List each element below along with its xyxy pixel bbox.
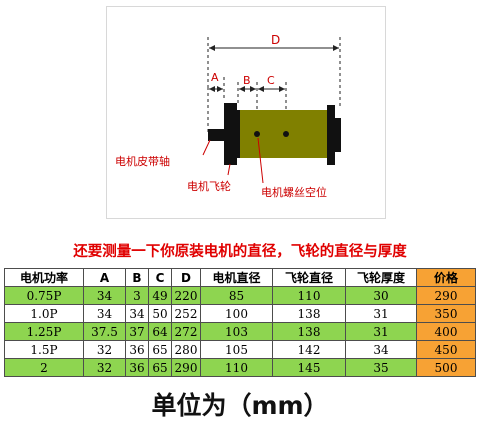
cell-power: 0.75P xyxy=(4,286,84,305)
cell-power: 2 xyxy=(4,358,84,377)
flywheel-hub xyxy=(236,110,240,158)
cell-a: 37.5 xyxy=(83,322,126,341)
header-power: 电机功率 xyxy=(4,268,84,287)
screw-hole-1 xyxy=(254,131,260,137)
cell-flywheel-thickness: 34 xyxy=(345,340,417,359)
cell-motor-diameter: 100 xyxy=(200,304,273,323)
measurement-note: 还要测量一下你原装电机的直径，飞轮的直径与厚度 xyxy=(73,244,407,260)
dim-a-label: A xyxy=(211,71,219,84)
cell-d: 272 xyxy=(171,322,201,341)
cell-c: 65 xyxy=(148,358,172,377)
belt-shaft xyxy=(208,129,225,141)
cell-b: 37 xyxy=(125,322,149,341)
cell-flywheel-thickness: 30 xyxy=(345,286,417,305)
header-c: C xyxy=(148,268,172,287)
cell-motor-diameter: 85 xyxy=(200,286,273,305)
unit-caption: 单位为（mm） xyxy=(151,391,329,420)
cell-motor-diameter: 103 xyxy=(200,322,273,341)
table-row: 1.5P 32 36 65 280 105 142 34 450 xyxy=(4,340,476,359)
cell-power: 1.0P xyxy=(4,304,84,323)
cell-flywheel-diameter: 142 xyxy=(272,340,346,359)
header-motor-diameter: 电机直径 xyxy=(200,268,273,287)
label-flywheel: 电机飞轮 xyxy=(187,179,231,193)
cell-c: 65 xyxy=(148,340,172,359)
label-screw-slot: 电机螺丝空位 xyxy=(261,185,327,199)
cell-price: 350 xyxy=(416,304,476,323)
cell-b: 3 xyxy=(125,286,149,305)
motor-diagram-frame: D A B C xyxy=(106,6,386,219)
cell-a: 34 xyxy=(83,304,126,323)
cell-flywheel-thickness: 31 xyxy=(345,304,417,323)
header-d: D xyxy=(171,268,201,287)
cell-a: 34 xyxy=(83,286,126,305)
cell-b: 36 xyxy=(125,340,149,359)
cell-d: 290 xyxy=(171,358,201,377)
header-b: B xyxy=(125,268,149,287)
table-row: 1.25P 37.5 37 64 272 103 138 31 400 xyxy=(4,322,476,341)
cell-flywheel-diameter: 110 xyxy=(272,286,346,305)
header-price: 价格 xyxy=(416,268,476,287)
cell-d: 220 xyxy=(171,286,201,305)
cell-price: 400 xyxy=(416,322,476,341)
cell-flywheel-thickness: 35 xyxy=(345,358,417,377)
motor-spec-table: 电机功率 A B C D 电机直径 飞轮直径 飞轮厚度 价格 0.75P 34 … xyxy=(4,268,476,377)
motor-rear-cap xyxy=(335,118,341,152)
dim-b-label: B xyxy=(243,74,251,87)
cell-power: 1.25P xyxy=(4,322,84,341)
motor-endplate xyxy=(327,105,335,165)
screw-hole-2 xyxy=(283,131,289,137)
motor-diagram: D A B C xyxy=(115,33,341,199)
table-row: 0.75P 34 3 49 220 85 110 30 290 xyxy=(4,286,476,305)
callouts xyxy=(202,137,264,184)
cell-price: 450 xyxy=(416,340,476,359)
cell-price: 500 xyxy=(416,358,476,377)
cell-power: 1.5P xyxy=(4,340,84,359)
cell-c: 64 xyxy=(148,322,172,341)
label-belt-shaft: 电机皮带轴 xyxy=(115,154,170,168)
dim-c-label: C xyxy=(267,74,275,87)
dim-d-label: D xyxy=(271,33,280,47)
cell-motor-diameter: 105 xyxy=(200,340,273,359)
header-a: A xyxy=(83,268,126,287)
cell-d: 252 xyxy=(171,304,201,323)
cell-motor-diameter: 110 xyxy=(200,358,273,377)
flywheel xyxy=(224,103,237,165)
cell-b: 36 xyxy=(125,358,149,377)
cell-b: 34 xyxy=(125,304,149,323)
table-row: 2 32 36 65 290 110 145 35 500 xyxy=(4,358,476,377)
cell-c: 49 xyxy=(148,286,172,305)
cell-flywheel-diameter: 138 xyxy=(272,304,346,323)
cell-price: 290 xyxy=(416,286,476,305)
cell-a: 32 xyxy=(83,358,126,377)
cell-c: 50 xyxy=(148,304,172,323)
table-row: 1.0P 34 34 50 252 100 138 31 350 xyxy=(4,304,476,323)
cell-flywheel-diameter: 138 xyxy=(272,322,346,341)
dimension-a: A xyxy=(207,71,225,135)
header-flywheel-diameter: 飞轮直径 xyxy=(272,268,346,287)
cell-d: 280 xyxy=(171,340,201,359)
dimension-d: D xyxy=(207,33,341,107)
header-flywheel-thickness: 飞轮厚度 xyxy=(345,268,417,287)
table-header-row: 电机功率 A B C D 电机直径 飞轮直径 飞轮厚度 价格 xyxy=(4,268,476,287)
cell-a: 32 xyxy=(83,340,126,359)
cell-flywheel-diameter: 145 xyxy=(272,358,346,377)
cell-flywheel-thickness: 31 xyxy=(345,322,417,341)
